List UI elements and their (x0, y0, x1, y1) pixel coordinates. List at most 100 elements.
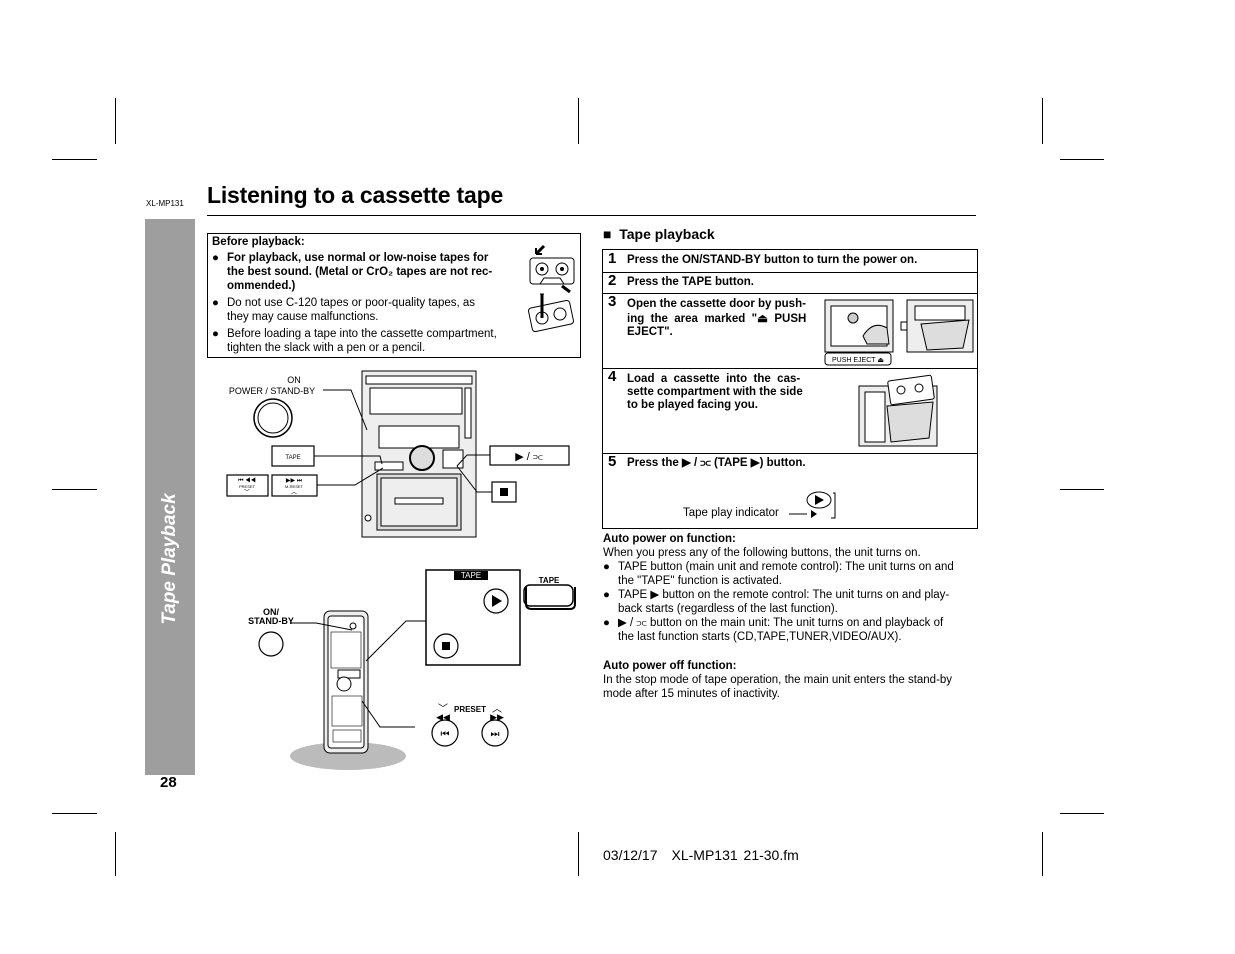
tape-button-label: TAPE (539, 576, 560, 585)
remote-tape-button (523, 584, 574, 607)
step-divider (603, 453, 977, 454)
side-tab-label: Tape Playback (159, 493, 180, 625)
section-title-text: Tape playback (619, 226, 715, 242)
auto-on-item-2-l1: TAPE ▶ button on the remote control: The… (618, 589, 950, 601)
before-playback-box: Before playback: ● For playback, use nor… (207, 233, 581, 358)
crop-mark (1042, 98, 1043, 144)
remote-figure: ON/ STAND-BY TAPE TAPE ﹀ PRESET ︿ ◀◀ ▶▶ … (248, 569, 576, 770)
crop-mark (578, 832, 579, 876)
open-door-figure: PUSH EJECT ⏏ (824, 299, 974, 366)
tape-panel-label: TAPE (461, 571, 481, 580)
on-label: ON (287, 375, 301, 385)
auto-on-item-2-l2: back starts (regardless of the last func… (618, 603, 838, 615)
pencil-cassette-icon (528, 293, 574, 332)
bullet-icon: ● (603, 561, 610, 573)
auto-on-item-3-l2: the last function starts (CD,TAPE,TUNER,… (618, 631, 902, 643)
play-icon (492, 595, 502, 607)
side-tab: Tape Playback (145, 219, 195, 775)
auto-on-item-1-l2: the "TAPE" function is activated. (618, 575, 782, 587)
power-button-inner (257, 402, 289, 434)
step-2-text: Press the TAPE button. (627, 276, 754, 288)
footer-date: 03/12/17 (603, 847, 658, 863)
preset-up-label: M-RESET (285, 484, 304, 489)
remote-skip-back-button (431, 719, 459, 747)
step-divider (603, 293, 977, 294)
crop-mark (1042, 832, 1043, 876)
step-3-l3: EJECT". (627, 326, 673, 338)
skip-forward-icon: ▶▶ ⏭ (286, 478, 303, 484)
before-playback-heading: Before playback: (212, 236, 305, 248)
bullet-icon: ● (212, 297, 219, 309)
bullet-icon: ● (603, 617, 610, 629)
square-bullet-icon: ■ (603, 226, 620, 242)
auto-power-on-list: ● TAPE button (main unit and remote cont… (603, 560, 977, 644)
chevron-up-icon: ︿ (291, 490, 297, 496)
power-standby-label: POWER / STAND-BY (229, 386, 315, 396)
auto-power-off-section: Auto power off function: In the stop mod… (603, 659, 977, 701)
model-tag: XL-MP131 (146, 199, 184, 208)
crop-mark (115, 832, 116, 876)
step-4-l3: to be played facing you. (627, 399, 758, 411)
remote-standby-label: STAND-BY (248, 616, 294, 626)
step-3-l1: Open the cassette door by push- (627, 298, 806, 310)
stop-icon (442, 642, 450, 650)
crop-mark (115, 98, 116, 144)
page-title: Listening to a cassette tape (207, 182, 504, 208)
auto-power-off-l1: In the stop mode of tape operation, the … (603, 674, 953, 686)
remote-skip-forward-button (481, 719, 509, 747)
crop-mark (52, 159, 97, 160)
crop-mark (578, 98, 579, 144)
main-unit-figure: ON POWER / STAND-BY TAPE ⏮ ◀◀ PRESET ﹀ ▶… (226, 370, 570, 538)
tape-play-indicator-icon (789, 491, 836, 519)
prep-item-2-l2: they may cause malfunctions. (227, 311, 379, 323)
tape-play-indicator-label: Tape play indicator (683, 507, 779, 519)
footer: 03/12/17 XL-MP131 21-30.fm (603, 847, 813, 863)
step-divider (603, 272, 977, 273)
step-number: 3 (608, 293, 617, 310)
preset-down-label: PRESET (239, 484, 256, 489)
step-divider (603, 368, 977, 369)
title-rule (207, 215, 976, 216)
prep-item-2-l1: Do not use C-120 tapes or poor-quality t… (227, 297, 476, 309)
auto-power-off-heading: Auto power off function: (603, 660, 737, 672)
crop-mark (52, 813, 97, 814)
remote-control-illustration (323, 610, 369, 754)
crop-mark (1060, 489, 1104, 490)
tape-button-label: TAPE (285, 455, 300, 461)
step-1-text: Press the ON/STAND-BY button to turn the… (627, 254, 918, 266)
rewind-icon: ◀◀ (436, 712, 450, 722)
push-eject-label: PUSH EJECT ⏏ (832, 357, 884, 364)
skip-forward-icon: ⏭ (491, 729, 500, 740)
crop-mark (52, 489, 97, 490)
fast-forward-icon: ▶▶ (490, 712, 504, 722)
prep-item-3-l2: tighten the slack with a pen or a pencil… (227, 342, 426, 354)
crop-mark (1060, 159, 1104, 160)
step-number: 1 (608, 250, 617, 267)
preset-down-button (226, 474, 269, 497)
chevron-up-icon: ︿ (492, 704, 502, 715)
remote-preset-label: PRESET (454, 705, 486, 714)
footer-file: XL-MP131 21-30.fm (671, 847, 799, 863)
prep-item-3-l1: Before loading a tape into the cassette … (227, 328, 497, 340)
main-unit-illustration (361, 370, 477, 538)
page-number: 28 (160, 774, 177, 791)
steps-box: 1 Press the ON/STAND-BY button to turn t… (602, 249, 978, 529)
bullet-icon: ● (603, 589, 610, 601)
chevron-down-icon: ﹀ (244, 489, 250, 496)
step-4-l2: sette compartment with the side (627, 386, 803, 398)
prep-item-1-l2: the best sound. (Metal or CrO₂ tapes are… (227, 266, 493, 278)
auto-on-item-3-l1: ▶ / ⫗ button on the main unit: The unit … (618, 617, 944, 629)
stop-icon (500, 488, 508, 496)
load-cassette-figure (858, 374, 938, 447)
remote-on-label: ON/ (263, 607, 280, 617)
auto-on-item-1-l1: TAPE button (main unit and remote contro… (618, 561, 954, 573)
step-number: 2 (608, 272, 617, 289)
skip-back-icon: ⏮ (441, 729, 450, 740)
step-number: 4 (608, 368, 617, 385)
crop-mark (1060, 813, 1104, 814)
step-3-l2: ing the area marked "⏏ PUSH (627, 313, 807, 325)
step-4-l1: Load a cassette into the cas- (627, 373, 801, 385)
auto-power-on-section: Auto power on function: When you press a… (603, 532, 977, 644)
auto-power-on-heading: Auto power on function: (603, 533, 736, 545)
remote-power-button (258, 631, 284, 657)
